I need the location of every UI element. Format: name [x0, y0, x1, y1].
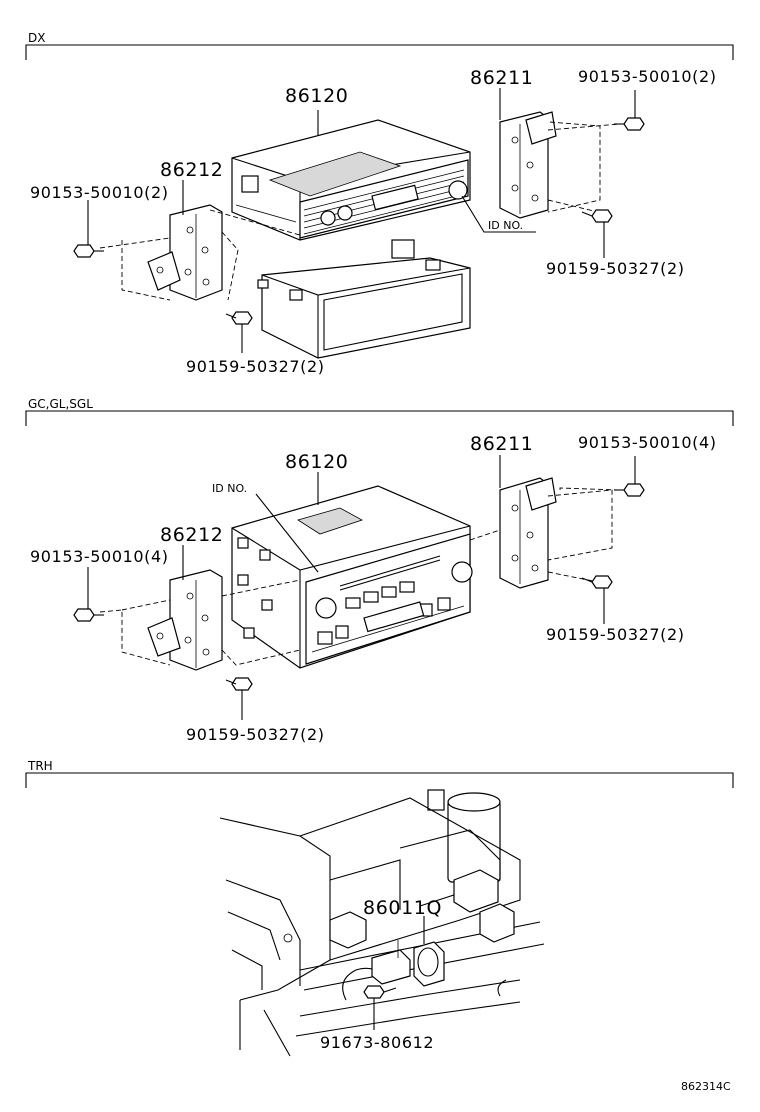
- screw-icon: [614, 117, 645, 131]
- antenna-amplifier-unit: [371, 940, 445, 987]
- section-bracket-dx: [25, 44, 734, 60]
- section-trh: TRH: [25, 759, 734, 1057]
- screw-icon: [614, 483, 645, 497]
- callout-screw-bottom-left-dx: 90159-50327(2): [186, 357, 325, 376]
- screw-icon: [73, 608, 104, 622]
- section-label-dx: DX: [28, 31, 45, 45]
- right-bracket-gc: [499, 477, 557, 589]
- callout-86120-dx: 86120: [285, 85, 348, 107]
- screw-icon: [225, 311, 253, 325]
- radio-unit-gc: [231, 485, 473, 669]
- callout-id-no-gc: ID NO.: [212, 482, 247, 495]
- callout-screw-top-right-dx: 90153-50010(2): [578, 67, 717, 86]
- radio-unit-dx: [231, 119, 471, 241]
- section-gc-gl-sgl: GC,GL,SGL: [25, 397, 734, 744]
- callout-86211-gc: 86211: [470, 433, 533, 455]
- callout-id-no-dx: ID NO.: [488, 219, 523, 232]
- callout-86211-dx: 86211: [470, 67, 533, 89]
- screw-icon: [73, 244, 104, 258]
- mounting-sleeve-dx: [257, 239, 471, 359]
- callout-screw-left-gc: 90153-50010(4): [30, 547, 169, 566]
- screw-icon: [581, 575, 613, 589]
- bolt-icon: [363, 985, 397, 999]
- left-bracket-dx: [147, 204, 223, 301]
- right-bracket-dx: [499, 111, 557, 219]
- callout-86212-gc: 86212: [160, 524, 223, 546]
- callout-86011q: 86011Q: [363, 897, 442, 919]
- callout-bolt-91673: 91673-80612: [320, 1033, 434, 1052]
- section-dx: DX: [25, 31, 734, 376]
- screw-icon: [225, 677, 253, 691]
- callout-screw-bottom-right-gc: 90159-50327(2): [546, 625, 685, 644]
- vehicle-underbody: [219, 789, 545, 1057]
- section-bracket-trh: [25, 772, 734, 788]
- callout-86212-dx: 86212: [160, 159, 223, 181]
- callout-86120-gc: 86120: [285, 451, 348, 473]
- section-label-trh: TRH: [27, 759, 53, 773]
- callout-screw-top-right-gc: 90153-50010(4): [578, 433, 717, 452]
- callout-screw-bottom-left-gc: 90159-50327(2): [186, 725, 325, 744]
- section-label-gc-gl-sgl: GC,GL,SGL: [28, 397, 93, 411]
- left-bracket-gc: [147, 569, 223, 671]
- section-bracket-gc-gl-sgl: [25, 410, 734, 426]
- screw-icon: [581, 209, 613, 223]
- figure-code: 862314C: [681, 1080, 731, 1093]
- callout-screw-left-dx: 90153-50010(2): [30, 183, 169, 202]
- callout-screw-bottom-right-dx: 90159-50327(2): [546, 259, 685, 278]
